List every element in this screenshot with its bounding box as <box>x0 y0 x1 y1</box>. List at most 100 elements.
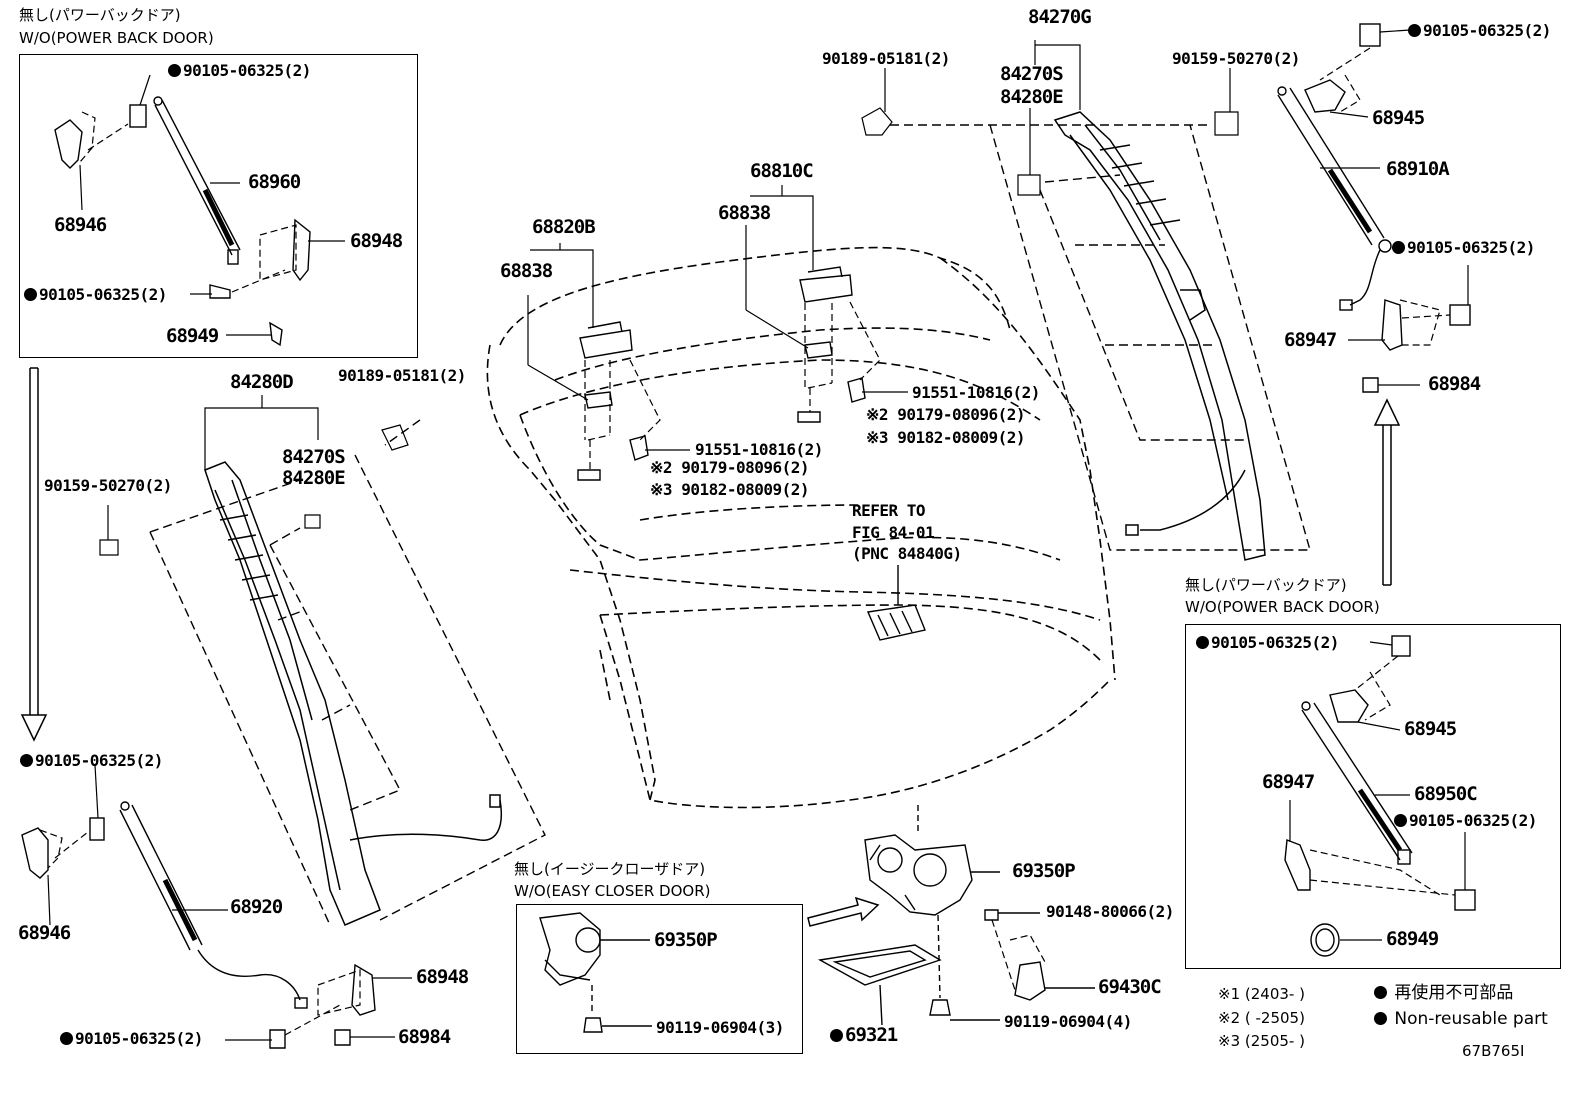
bottom-box-title-jp: 無し(イージークローザドア) <box>514 860 706 878</box>
part-label: 68910A <box>1386 158 1450 180</box>
motor-bracket-dashed <box>991 919 1046 991</box>
part-label: 90189-05181(2) <box>822 49 950 68</box>
hinge-right <box>797 266 866 423</box>
right-box-title-en: W/O(POWER BACK DOOR) <box>1185 598 1380 616</box>
part-label: ※2 90179-08096(2) <box>866 405 1026 424</box>
part-label: 90189-05181(2) <box>338 366 466 385</box>
part-label: 68948 <box>416 966 469 988</box>
right-up-arrow <box>1373 398 1401 586</box>
motor-bracket <box>984 909 1095 1001</box>
legend-note-1: ※1 (2403- ) <box>1218 985 1305 1003</box>
refer-note: FIG 84-01 <box>852 523 935 542</box>
non-reusable-dot-icon <box>1374 1012 1387 1025</box>
part-label: 84270S <box>282 446 346 468</box>
left-down-arrow <box>20 367 48 742</box>
top-right-strut <box>1277 86 1392 311</box>
non-reusable-dot-icon <box>60 1032 73 1045</box>
part-label: 84270S <box>1000 63 1064 85</box>
right-box-dashed <box>1309 655 1456 896</box>
part-label: 68946 <box>18 922 71 944</box>
top-left-leaders <box>79 74 345 336</box>
non-reusable-dot-icon <box>20 754 33 767</box>
part-label: 68945 <box>1404 718 1457 740</box>
bottom-center-box <box>516 904 803 1054</box>
part-label: 84280D <box>230 371 294 393</box>
non-reusable-dot-icon <box>830 1029 843 1042</box>
left-garnish <box>204 461 502 926</box>
part-label: 68920 <box>230 896 283 918</box>
part-label: 90159-50270(2) <box>44 476 172 495</box>
part-label: 90105-06325(2) <box>60 1031 203 1047</box>
part-label: 68949 <box>1386 928 1439 950</box>
part-label: 69321 <box>830 1026 898 1045</box>
right-box-leaders <box>1289 641 1466 941</box>
part-label: 90105-06325(2) <box>1392 240 1535 256</box>
top-left-box <box>19 54 418 358</box>
part-label: 68820B <box>532 216 596 238</box>
part-label: 69430C <box>1098 976 1162 998</box>
top-right-brackets <box>1304 23 1471 393</box>
right-box-brackets <box>1284 635 1476 957</box>
part-label: 69350P <box>654 929 718 951</box>
box-motor <box>539 912 652 1033</box>
handle-panel <box>817 944 942 1026</box>
closer-motor <box>864 805 1000 1021</box>
non-reusable-dot-icon <box>1394 814 1407 827</box>
right-box-title-jp: 無し(パワーバックドア) <box>1185 576 1347 594</box>
bottom-left-leaders <box>47 764 412 1041</box>
part-label: 69350P <box>1012 860 1076 882</box>
top-right-leaders <box>1320 29 1469 386</box>
latch-handle <box>866 565 926 641</box>
part-label: 84280E <box>1000 86 1064 108</box>
part-label: 68950C <box>1414 783 1478 805</box>
back-door-outline <box>486 246 1116 809</box>
part-label: 68948 <box>350 230 403 252</box>
part-label: 91551-10816(2) <box>695 440 823 459</box>
legend-jp: 再使用不可部品 <box>1374 985 1513 1002</box>
part-label: 68947 <box>1262 771 1315 793</box>
part-label: ※3 90182-08009(2) <box>866 428 1026 447</box>
bottom-left-dashed <box>39 829 361 1036</box>
part-label: 90105-06325(2) <box>1196 635 1339 651</box>
part-label: 90119-06904(4) <box>1004 1012 1132 1031</box>
part-label: 68960 <box>248 171 301 193</box>
hinge-right-leaders <box>745 185 908 393</box>
refer-note: (PNC 84840G) <box>852 544 962 563</box>
non-reusable-dot-icon <box>168 64 181 77</box>
part-label: 90105-06325(2) <box>20 753 163 769</box>
bottom-left-brackets <box>21 817 376 1049</box>
part-label: 90119-06904(3) <box>656 1018 784 1037</box>
top-left-strut <box>153 96 241 265</box>
part-label: 68984 <box>398 1026 451 1048</box>
part-label: ※3 90182-08009(2) <box>650 480 810 499</box>
part-label: 68949 <box>166 325 219 347</box>
non-reusable-dot-icon <box>1408 24 1421 37</box>
non-reusable-dot-icon <box>1392 241 1405 254</box>
part-label: 68838 <box>718 202 771 224</box>
left-garnish-leaders <box>99 395 409 556</box>
part-label: 68945 <box>1372 107 1425 129</box>
legend-en: Non-reusable part <box>1374 1011 1548 1028</box>
figure-code: 67B765I <box>1462 1042 1525 1060</box>
legend-note-3: ※3 (2505- ) <box>1218 1032 1305 1050</box>
part-label: 90148-80066(2) <box>1046 902 1174 921</box>
part-label: 90105-06325(2) <box>24 287 167 303</box>
part-label: 68946 <box>54 214 107 236</box>
top-left-dashed <box>79 111 297 293</box>
part-label: ※2 90179-08096(2) <box>650 458 810 477</box>
non-reusable-dot-icon <box>1196 636 1209 649</box>
bottom-arrow <box>807 896 880 927</box>
top-left-box-title-en: W/O(POWER BACK DOOR) <box>19 29 214 47</box>
part-label: 90105-06325(2) <box>168 63 311 79</box>
left-garnish-dashed <box>149 419 546 926</box>
hinge-right-dashed <box>804 301 881 412</box>
part-label: 68947 <box>1284 329 1337 351</box>
part-label: 90105-06325(2) <box>1394 813 1537 829</box>
right-garnish-leaders <box>861 40 1239 196</box>
right-garnish-dashed <box>890 124 1311 551</box>
part-label: 91551-10816(2) <box>912 383 1040 402</box>
part-label: 90105-06325(2) <box>1408 23 1551 39</box>
part-label: 90159-50270(2) <box>1172 49 1300 68</box>
top-left-brackets <box>54 104 311 347</box>
